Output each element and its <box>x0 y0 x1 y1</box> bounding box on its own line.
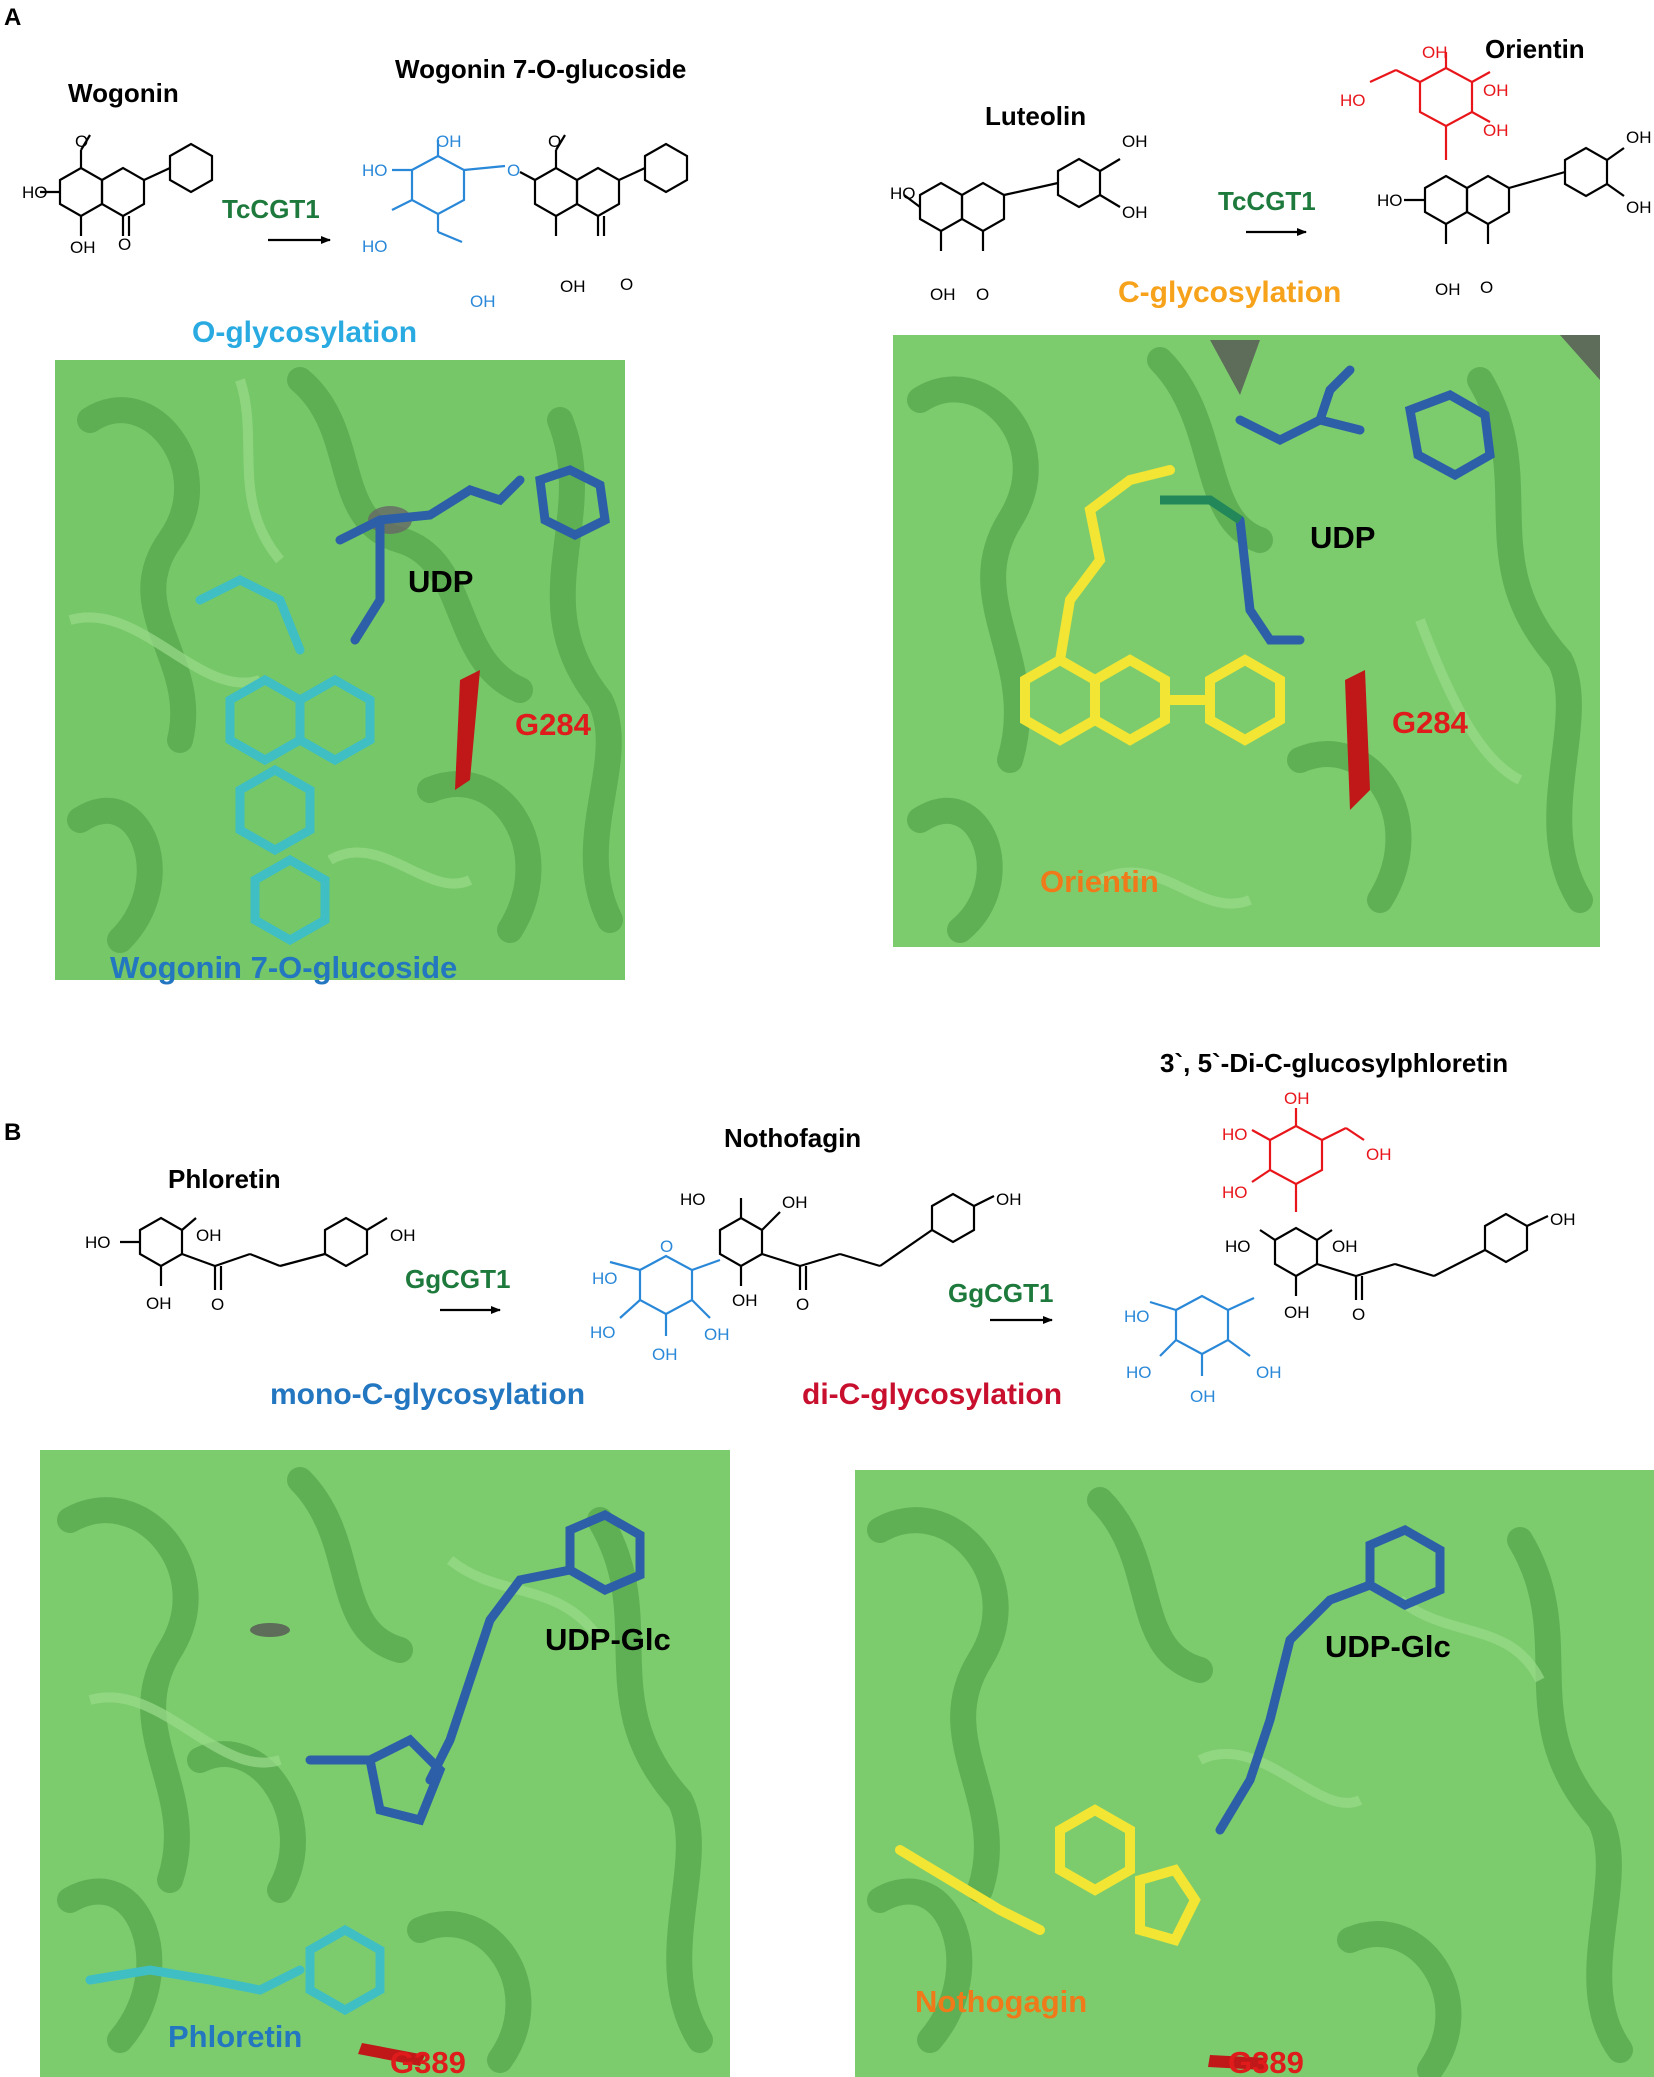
di-c-glycosylation-label: di-C-glycosylation <box>802 1378 1062 1411</box>
ligand-label: Wogonin 7-O-glucoside <box>110 950 457 985</box>
atom-label: O <box>548 132 561 151</box>
atom-label: OH <box>1626 198 1652 217</box>
atom-label: O <box>1480 278 1493 297</box>
residue-label: G389 <box>1228 2045 1304 2077</box>
atom-label: O <box>211 1295 224 1314</box>
phloretin-title: Phloretin <box>168 1164 281 1194</box>
atom-label: O <box>1352 1305 1365 1324</box>
atom-label: HO <box>890 184 916 203</box>
atom-label: O <box>660 1237 673 1256</box>
atom-label: OH <box>930 285 956 304</box>
enzyme-label: GgCGT1 <box>948 1278 1053 1308</box>
atom-label: OH <box>1366 1145 1392 1164</box>
atom-label: HO <box>362 237 388 256</box>
atom-label: OH <box>196 1226 222 1245</box>
atom-label: HO <box>1377 191 1403 210</box>
atom-label: O <box>507 161 520 180</box>
atom-label: OH <box>70 238 96 257</box>
atom-label: HO <box>592 1269 618 1288</box>
atom-label: OH <box>1483 81 1509 100</box>
atom-label: OH <box>1626 128 1652 147</box>
wogonin-glucoside-title: Wogonin 7-O-glucoside <box>395 54 686 84</box>
orientin-title: Orientin <box>1485 34 1585 64</box>
atom-label: O <box>620 275 633 294</box>
atom-label: OH <box>1256 1363 1282 1382</box>
atom-label: HO <box>22 183 48 202</box>
atom-label: OH <box>1435 280 1461 299</box>
atom-label: HO <box>1225 1237 1251 1256</box>
atom-label: O <box>75 132 88 151</box>
o-glycosylation-label: O-glycosylation <box>192 316 417 349</box>
atom-label: OH <box>1122 132 1148 151</box>
atom-label: OH <box>1483 121 1509 140</box>
residue-label: G389 <box>390 2045 466 2077</box>
nothofagin-structure <box>609 1192 995 1336</box>
atom-label: OH <box>1284 1303 1310 1322</box>
atom-label: OH <box>390 1226 416 1245</box>
enzyme-label: GgCGT1 <box>405 1264 510 1294</box>
atom-label: O <box>118 235 131 254</box>
residue-label: G284 <box>515 707 592 742</box>
ligand-label: Orientin <box>1040 864 1159 899</box>
atom-label: OH <box>560 277 586 296</box>
atom-label: OH <box>996 1190 1022 1209</box>
atom-label: HO <box>1126 1363 1152 1382</box>
wogonin-glucoside-structure <box>391 134 689 244</box>
atom-label: HO <box>680 1190 706 1209</box>
atom-label: OH <box>1190 1387 1216 1406</box>
atom-label: OH <box>436 132 462 151</box>
docking-model-orientin: UDP G284 Orientin <box>893 335 1600 947</box>
udp-label: UDP <box>408 564 473 599</box>
atom-label: OH <box>1550 1210 1576 1229</box>
panel-letter-a: A <box>4 4 21 31</box>
atom-label: OH <box>704 1325 730 1344</box>
luteolin-structure <box>903 157 1121 251</box>
di-c-glucosylphloretin-structure <box>1149 1108 1549 1376</box>
atom-label: HO <box>362 161 388 180</box>
atom-label: OH <box>146 1294 172 1313</box>
atom-label: OH <box>1122 203 1148 222</box>
udp-label: UDP <box>1310 520 1375 555</box>
atom-label: OH <box>1284 1089 1310 1108</box>
atom-label: OH <box>652 1345 678 1364</box>
residue-label: G284 <box>1392 705 1469 740</box>
c-glycosylation-label: C-glycosylation <box>1118 276 1341 309</box>
luteolin-title: Luteolin <box>985 101 1086 131</box>
atom-label: HO <box>1124 1307 1150 1326</box>
udp-label: UDP-Glc <box>1325 1629 1451 1664</box>
atom-label: OH <box>470 292 496 311</box>
docking-model-nothofagin: UDP-Glc G389 Nothogagin <box>855 1470 1654 2077</box>
udp-label: UDP-Glc <box>545 1622 671 1657</box>
atom-label: OH <box>782 1193 808 1212</box>
di-c-glucosylphloretin-title: 3`, 5`-Di-C-glucosylphloretin <box>1160 1048 1508 1078</box>
atom-label: HO <box>1222 1125 1248 1144</box>
atom-label: HO <box>1340 91 1366 110</box>
phloretin-structure <box>120 1216 388 1290</box>
atom-label: OH <box>732 1291 758 1310</box>
docking-model-wogonin: UDP G284 Wogonin 7-O-glucoside <box>55 360 625 985</box>
ligand-label: Phloretin <box>168 2019 302 2054</box>
atom-label: OH <box>1332 1237 1358 1256</box>
enzyme-label: TcCGT1 <box>1218 186 1316 216</box>
docking-model-phloretin: UDP-Glc G389 Phloretin <box>40 1450 730 2077</box>
atom-label: HO <box>85 1233 111 1252</box>
atom-label: O <box>796 1295 809 1314</box>
mono-c-glycosylation-label: mono-C-glycosylation <box>270 1378 585 1411</box>
orientin-structure <box>1369 52 1625 244</box>
atom-label: HO <box>590 1323 616 1342</box>
wogonin-title: Wogonin <box>68 78 179 108</box>
enzyme-label: TcCGT1 <box>222 194 320 224</box>
atom-label: HO <box>1222 1183 1248 1202</box>
ligand-label: Nothogagin <box>915 1984 1087 2019</box>
wogonin-structure <box>40 134 214 236</box>
nothofagin-title: Nothofagin <box>724 1123 861 1153</box>
atom-label: O <box>976 285 989 304</box>
atom-label: OH <box>1422 43 1448 62</box>
panel-letter-b: B <box>4 1119 21 1146</box>
